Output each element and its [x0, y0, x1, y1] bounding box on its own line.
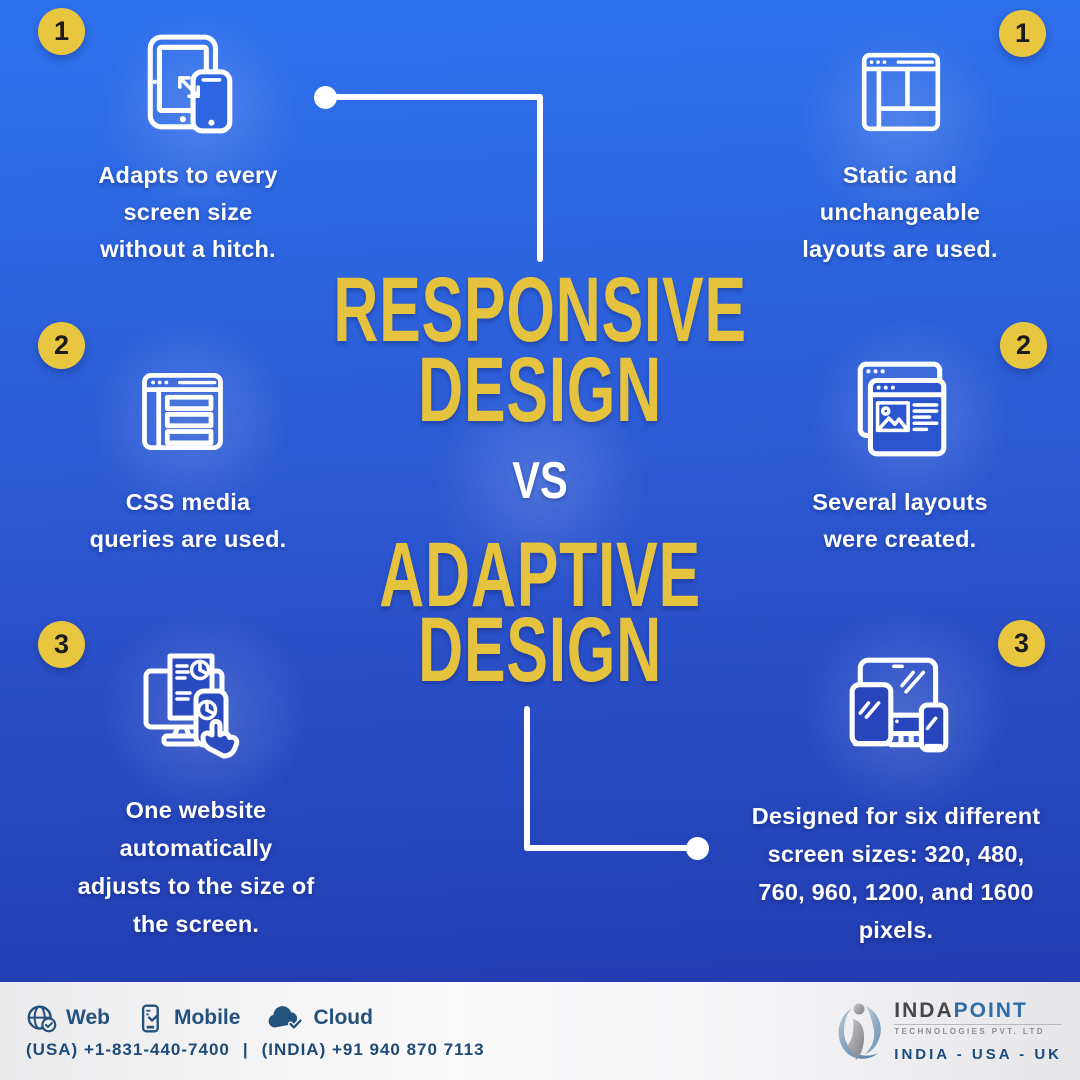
item-text-left-2: CSS media queries are used. [38, 484, 338, 558]
title-adaptive-line2: DESIGN [418, 599, 662, 701]
title-vs: VS [512, 452, 568, 510]
badge-left-2: 2 [38, 322, 85, 369]
multi-devices-icon [844, 654, 958, 756]
title-adaptive-line1: ADAPTIVE [379, 524, 701, 626]
connector-dot-top [314, 86, 337, 109]
text-line: unchangeable [819, 199, 981, 225]
phone-usa: (USA) +1-831-440-7400 [26, 1039, 230, 1059]
text-line: the screen. [132, 911, 260, 937]
badge-number: 1 [1014, 18, 1031, 48]
service-mobile: Mobile [134, 1003, 241, 1034]
static-layout-icon [855, 45, 947, 139]
title-responsive-line1: RESPONSIVE [333, 259, 747, 361]
text-line: queries are used. [89, 526, 287, 552]
badge-left-3: 3 [38, 621, 85, 668]
indapoint-logo: INDAPOINT TECHNOLOGIES PVT. LTD INDIA - … [832, 998, 1080, 1063]
service-cloud: Cloud [264, 1003, 373, 1033]
logo-name-part1: INDA [894, 998, 954, 1022]
logo-wordmark: INDAPOINT [894, 998, 1062, 1022]
stacked-browsers-icon [845, 358, 957, 460]
connector-line-bottom-vertical [524, 706, 530, 851]
service-label: Web [66, 1006, 110, 1029]
badge-number: 1 [53, 16, 70, 46]
item-text-left-3: One website automatically adjusts to the… [36, 791, 356, 943]
service-web: Web [26, 1003, 110, 1034]
tablet-phone-resize-icon [136, 30, 242, 138]
badge-right-1: 1 [999, 10, 1046, 57]
item-text-right-2: Several layouts were created. [750, 484, 1050, 558]
browser-rows-icon [135, 364, 230, 459]
text-line: screen sizes: 320, 480, [767, 841, 1025, 867]
logo-tagline: TECHNOLOGIES PVT. LTD [894, 1023, 1062, 1036]
badge-number: 2 [53, 330, 70, 360]
badge-number: 3 [53, 629, 70, 659]
monitor-analytics-touch-icon [140, 648, 250, 764]
connector-line-top-vertical [537, 94, 543, 262]
phone-separator: | [242, 1039, 249, 1059]
item-text-right-3: Designed for six different screen sizes:… [726, 797, 1066, 949]
service-label: Cloud [313, 1006, 373, 1029]
phone-india: (INDIA) +91 940 870 7113 [261, 1039, 485, 1059]
connector-line-bottom-horizontal [524, 845, 700, 851]
service-label: Mobile [173, 1006, 241, 1029]
item-text-left-1: Adapts to every screen size without a hi… [38, 157, 338, 268]
badge-right-3: 3 [998, 620, 1045, 667]
text-line: 760, 960, 1200, and 1600 [758, 879, 1034, 905]
item-text-right-1: Static and unchangeable layouts are used… [750, 157, 1050, 268]
footer-bar: Web Mobile [0, 982, 1080, 1080]
text-line: Static and [842, 162, 958, 188]
text-line: Designed for six different [751, 803, 1041, 829]
logo-regions: INDIA - USA - UK [894, 1045, 1062, 1063]
text-line: CSS media [125, 489, 251, 515]
badge-number: 2 [1015, 330, 1032, 360]
services-row: Web Mobile [26, 1003, 485, 1034]
text-line: Adapts to every [98, 162, 278, 188]
text-line: One website [125, 797, 267, 823]
text-line: were created. [823, 526, 977, 552]
text-line: layouts are used. [802, 236, 998, 262]
text-line: automatically [119, 835, 273, 861]
connector-line-top-horizontal [326, 94, 543, 100]
text-line: pixels. [858, 917, 934, 943]
cloud-icon [269, 1006, 304, 1030]
text-line: screen size [123, 199, 253, 225]
globe-icon [27, 1004, 57, 1032]
logo-name-part2: POINT [953, 998, 1028, 1022]
mobile-icon [141, 1004, 159, 1032]
contact-phone-numbers: (USA) +1-831-440-7400 | (INDIA) +91 940 87… [26, 1040, 485, 1060]
badge-number: 3 [1013, 628, 1030, 658]
title-responsive-line2: DESIGN [418, 339, 662, 441]
indapoint-emblem-icon [838, 1003, 882, 1060]
text-line: without a hitch. [100, 236, 276, 262]
text-line: adjusts to the size of [77, 873, 315, 899]
connector-dot-bottom [686, 837, 709, 860]
badge-right-2: 2 [1000, 322, 1047, 369]
badge-left-1: 1 [38, 8, 85, 55]
text-line: Several layouts [812, 489, 988, 515]
